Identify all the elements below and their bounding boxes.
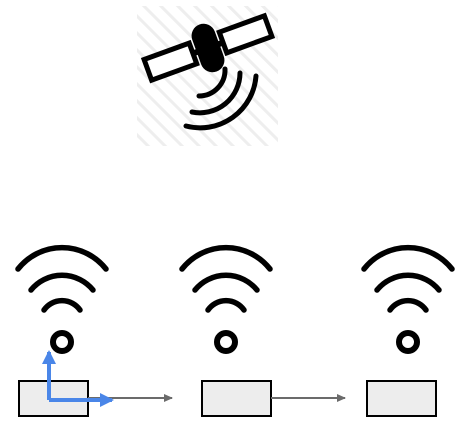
node-box-3 — [366, 380, 437, 417]
coordinate-axes-icon — [42, 350, 114, 407]
satellite-icon — [137, 6, 278, 146]
wifi-signal-icon — [361, 244, 455, 354]
wifi-signal-icon — [15, 244, 109, 354]
wifi-signal-icon — [179, 244, 273, 354]
node-box-2 — [201, 380, 272, 417]
